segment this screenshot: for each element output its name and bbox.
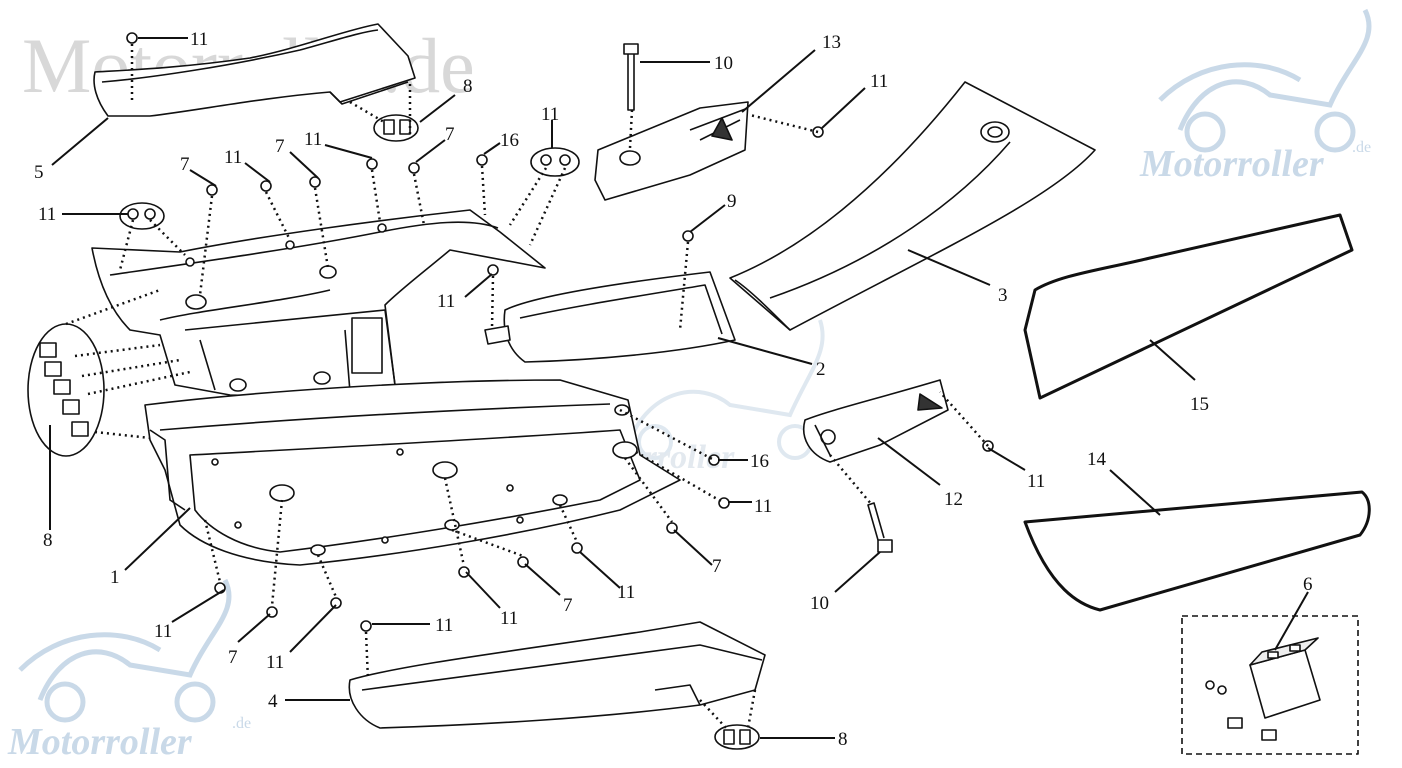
screw-group-top-center: [530, 147, 580, 177]
callout-15: 15: [1190, 394, 1209, 415]
callout-9: 9: [727, 191, 737, 212]
part-8-clips-left: [27, 323, 105, 457]
callout-7: 7: [180, 154, 190, 175]
callout-11: 11: [437, 291, 455, 312]
part-12-bracket: [803, 379, 949, 463]
part-13-bracket: [594, 101, 749, 201]
callout-4: 4: [268, 691, 278, 712]
part-5-upper-trim: [93, 23, 416, 117]
callout-10: 10: [714, 53, 733, 74]
callout-8: 8: [838, 729, 848, 750]
callout-7: 7: [563, 595, 573, 616]
callout-16: 16: [750, 451, 769, 472]
callout-11: 11: [38, 204, 56, 225]
watermark-bottom-left-de: .de: [232, 715, 251, 732]
screw-group-top-left: [119, 202, 165, 230]
callout-11: 11: [617, 582, 635, 603]
callout-2: 2: [816, 359, 826, 380]
callout-8: 8: [43, 530, 53, 551]
callout-16: 16: [500, 130, 519, 151]
callout-7: 7: [228, 647, 238, 668]
part-4-lower-trim: [348, 621, 766, 729]
leader-lines: [49, 37, 1309, 739]
callout-11: 11: [500, 608, 518, 629]
callout-12: 12: [944, 489, 963, 510]
callout-11: 11: [754, 496, 772, 517]
callout-14: 14: [1087, 449, 1107, 470]
assembly-dotted-lines: [65, 44, 989, 731]
bolt-10-bottom: [867, 502, 893, 553]
callout-11: 11: [435, 615, 453, 636]
callout-11: 11: [224, 147, 242, 168]
callout-1: 1: [110, 567, 120, 588]
part-14-floor-mat: [1023, 490, 1371, 612]
parts-layer: [27, 23, 1371, 755]
watermark-scooter-logo-top-right: [1158, 8, 1372, 153]
part-2-tray: [484, 271, 736, 363]
part-8-clips-top: [373, 114, 419, 142]
callout-6: 6: [1303, 574, 1313, 595]
callout-labels: 11 5 8 10 13 11 7 11 7 11 7 16 11 11 9 3…: [34, 29, 1313, 750]
watermark-top-right-de: .de: [1352, 139, 1371, 156]
watermark-scooter-logo-bottom-left: [18, 578, 232, 723]
callout-10: 10: [810, 593, 829, 614]
callout-7: 7: [712, 556, 722, 577]
callout-3: 3: [998, 285, 1008, 306]
callout-8: 8: [463, 76, 473, 97]
callout-11: 11: [266, 652, 284, 673]
callout-11: 11: [304, 129, 322, 150]
part-8-clips-bottom: [714, 724, 760, 750]
bolt-10-top: [623, 43, 639, 111]
callout-13: 13: [822, 32, 841, 53]
watermark-bottom-left-brand: Motorroller: [7, 721, 193, 763]
watermark-top-right-brand: Motorroller: [1139, 143, 1325, 185]
part-1-floor-panel: [91, 209, 681, 566]
callout-7: 7: [275, 136, 285, 157]
callout-11: 11: [541, 104, 559, 125]
part-3-side-panel: [729, 81, 1096, 331]
callout-11: 11: [154, 621, 172, 642]
small-screws: [126, 32, 994, 632]
callout-5: 5: [34, 162, 44, 183]
callout-11: 11: [1027, 471, 1045, 492]
callout-11: 11: [190, 29, 208, 50]
part-15-floor-mat: [1023, 213, 1354, 400]
callout-7: 7: [445, 124, 455, 145]
part-6-battery-kit: [1181, 615, 1359, 755]
callout-11: 11: [870, 71, 888, 92]
